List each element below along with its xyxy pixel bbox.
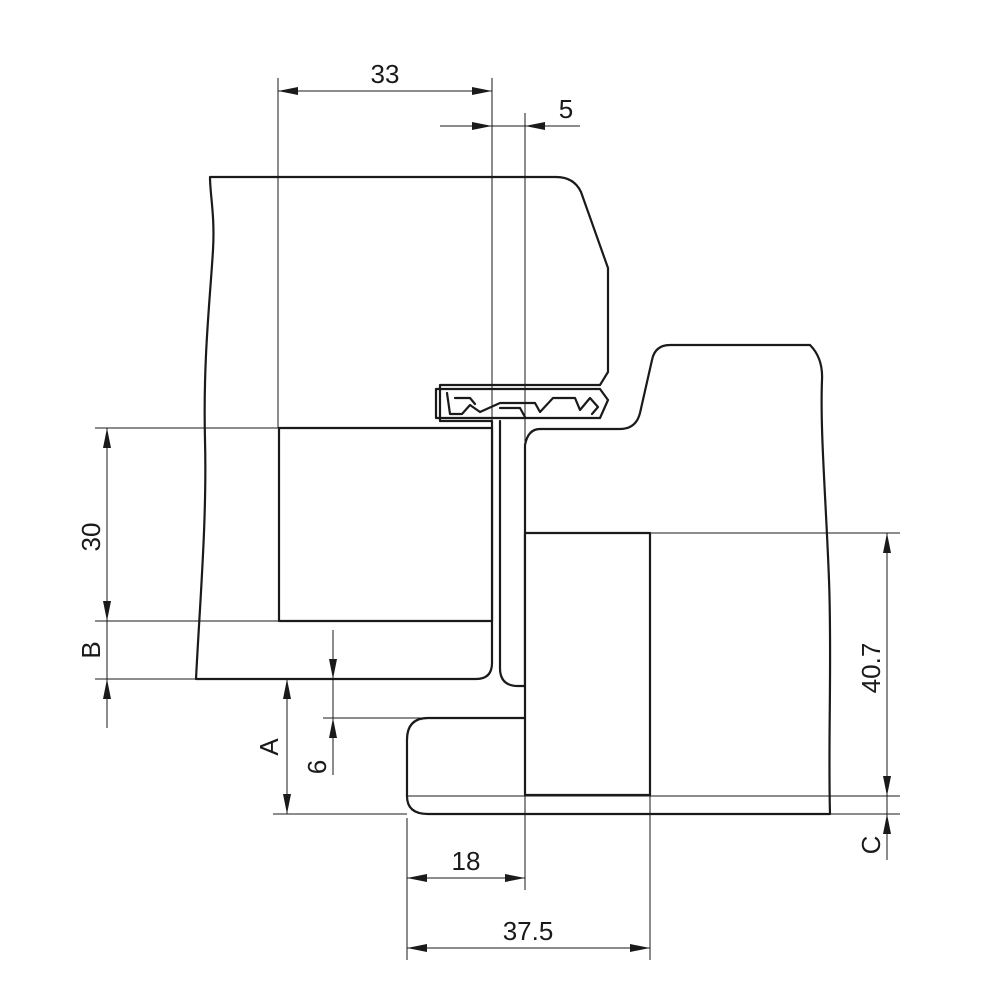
dimension-37-5: 37.5 [407, 916, 650, 952]
dimension-5: 5 [440, 94, 580, 130]
dimension-40-7-label: 40.7 [856, 643, 886, 694]
dimension-5-label: 5 [559, 94, 573, 124]
dimension-a-label: A [254, 738, 284, 756]
dimension-b-label: B [76, 641, 106, 658]
frame-hinge-pocket [523, 531, 652, 797]
dimension-b: B [76, 621, 111, 728]
dimension-6: 6 [302, 630, 337, 775]
dimension-33-label: 33 [371, 59, 400, 89]
frame-web [498, 419, 527, 688]
seal-profile [434, 387, 610, 420]
dimension-a: A [254, 679, 291, 814]
dimension-37-5-label: 37.5 [503, 916, 554, 946]
dimension-40-7: 40.7 [856, 533, 891, 796]
dimension-30-label: 30 [76, 523, 106, 552]
dimension-18: 18 [407, 846, 525, 882]
door-hinge-pocket [277, 426, 494, 623]
dimension-33: 33 [278, 59, 492, 95]
extension-lines [95, 78, 900, 960]
dimension-18-label: 18 [452, 846, 481, 876]
dimension-30: 30 [76, 428, 111, 621]
dimension-c-label: C [856, 836, 886, 855]
dimension-6-label: 6 [302, 760, 332, 774]
dimension-c: C [856, 796, 891, 860]
